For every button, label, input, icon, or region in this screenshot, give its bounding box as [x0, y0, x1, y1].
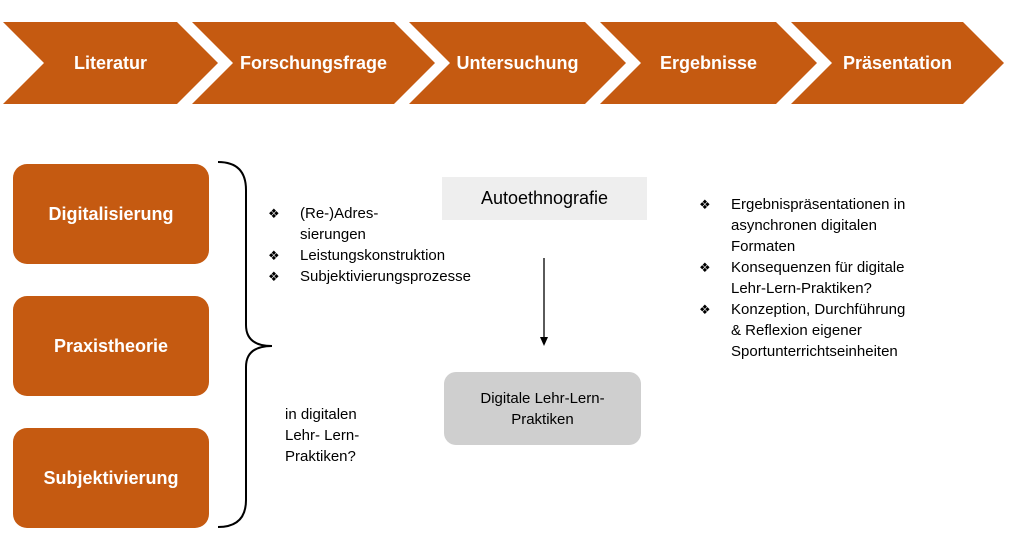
result-text: Konsequenzen für digitale Lehr-Lern-Prak…: [731, 259, 905, 297]
research-context-text: in digitalen Lehr- Lern- Praktiken?: [285, 406, 360, 465]
result-item: ❖ Ergebnispräsentationen in asynchronen …: [699, 194, 999, 257]
result-item: ❖ Konsequenzen für digitale Lehr-Lern-Pr…: [699, 257, 999, 299]
concept-digitalisierung-label: Digitalisierung: [48, 203, 174, 224]
step-praesentation-label: Präsentation: [842, 52, 953, 73]
result-item: ❖ Konzeption, Durchführung & Reflexion e…: [699, 299, 999, 362]
research-topic-text: (Re-)Adres- sierungen: [300, 205, 379, 243]
diamond-bullet-icon: ❖: [268, 248, 280, 263]
method-box: Autoethnografie: [442, 177, 647, 220]
research-topic-text: Subjektivierungsprozesse: [300, 268, 471, 285]
research-topic-item: ❖ Subjektivierungsprozesse: [268, 266, 518, 287]
curly-brace: [217, 161, 273, 528]
practice-label: Digitale Lehr-Lern- Praktiken: [480, 389, 605, 428]
concept-subjektivierung: Subjektivierung: [13, 428, 209, 528]
method-label: Autoethnografie: [480, 188, 609, 208]
diamond-bullet-icon: ❖: [268, 269, 280, 284]
results-list: ❖ Ergebnispräsentationen in asynchronen …: [699, 194, 999, 362]
diamond-bullet-icon: ❖: [268, 206, 280, 221]
concept-praxistheorie: Praxistheorie: [13, 296, 209, 396]
step-forschungsfrage-label: Forschungsfrage: [239, 52, 388, 73]
step-ergebnisse-label: Ergebnisse: [659, 52, 758, 73]
research-topic-text: Leistungskonstruktion: [300, 247, 446, 264]
diamond-bullet-icon: ❖: [699, 197, 711, 212]
practice-box: Digitale Lehr-Lern- Praktiken: [444, 372, 641, 445]
research-topics-list: ❖ (Re-)Adres- sierungen ❖ Leistungskonst…: [268, 203, 518, 287]
diamond-bullet-icon: ❖: [699, 302, 711, 317]
result-text: Konzeption, Durchführung & Reflexion eig…: [731, 301, 906, 360]
step-literatur-label: Literatur: [73, 52, 147, 73]
flow-arrow-head: [540, 337, 548, 346]
concept-digitalisierung: Digitalisierung: [13, 164, 209, 264]
step-untersuchung-label: Untersuchung: [456, 52, 579, 73]
research-topic-item: ❖ (Re-)Adres- sierungen: [268, 203, 518, 245]
diamond-bullet-icon: ❖: [699, 260, 711, 275]
concept-praxistheorie-label: Praxistheorie: [53, 335, 169, 356]
result-text: Ergebnispräsentationen in asynchronen di…: [731, 196, 906, 255]
research-topic-item: ❖ Leistungskonstruktion: [268, 245, 518, 266]
concept-subjektivierung-label: Subjektivierung: [43, 467, 179, 488]
